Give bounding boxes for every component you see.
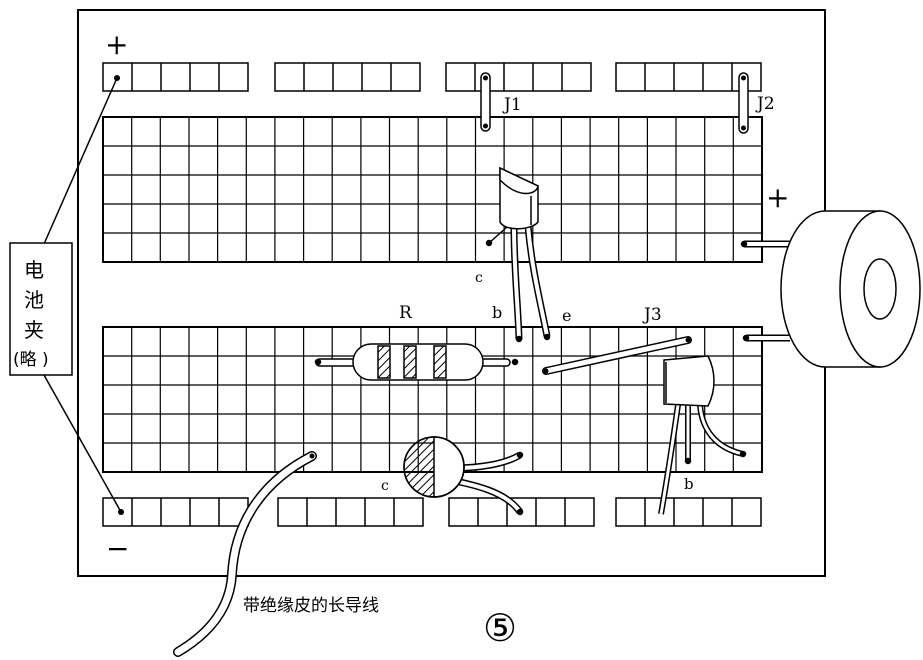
figure-number: ⑤ <box>483 606 517 650</box>
label-j1: J1 <box>502 95 522 115</box>
long-insulated-wire <box>173 451 317 657</box>
jumper-j1 <box>480 72 491 132</box>
speaker <box>740 210 921 368</box>
label-c-upper: c <box>475 270 483 286</box>
upper-transistor <box>485 166 551 343</box>
label-j2: J2 <box>755 94 775 114</box>
minus-sign-bottom: − <box>106 532 129 565</box>
battery-clip-text-2: 池 <box>24 288 44 312</box>
top-power-rail <box>102 62 762 92</box>
label-b-lower: b <box>684 475 694 493</box>
label-b-upper: b <box>492 303 502 322</box>
bottom-power-rail <box>102 497 762 527</box>
lower-transistor <box>658 355 747 515</box>
jumper-j2 <box>738 72 749 134</box>
capacitor <box>403 436 524 516</box>
plus-sign-top: + <box>105 28 128 61</box>
plus-sign-right: + <box>766 181 789 214</box>
caption-long-wire: 带绝缘皮的长导线 <box>243 596 379 616</box>
battery-clip-text-1: 电 <box>24 258 44 282</box>
battery-clip: 电 池 夹 (略 ) <box>9 75 124 515</box>
label-r: R <box>399 303 413 323</box>
battery-clip-text-4: (略 ) <box>13 350 49 370</box>
battery-clip-text-3: 夹 <box>24 318 44 342</box>
jumper-j3 <box>542 336 692 375</box>
resistor-r <box>314 343 519 381</box>
label-e-upper: e <box>562 306 571 325</box>
label-j3: J3 <box>642 305 662 325</box>
label-c-lower: c <box>381 478 389 494</box>
